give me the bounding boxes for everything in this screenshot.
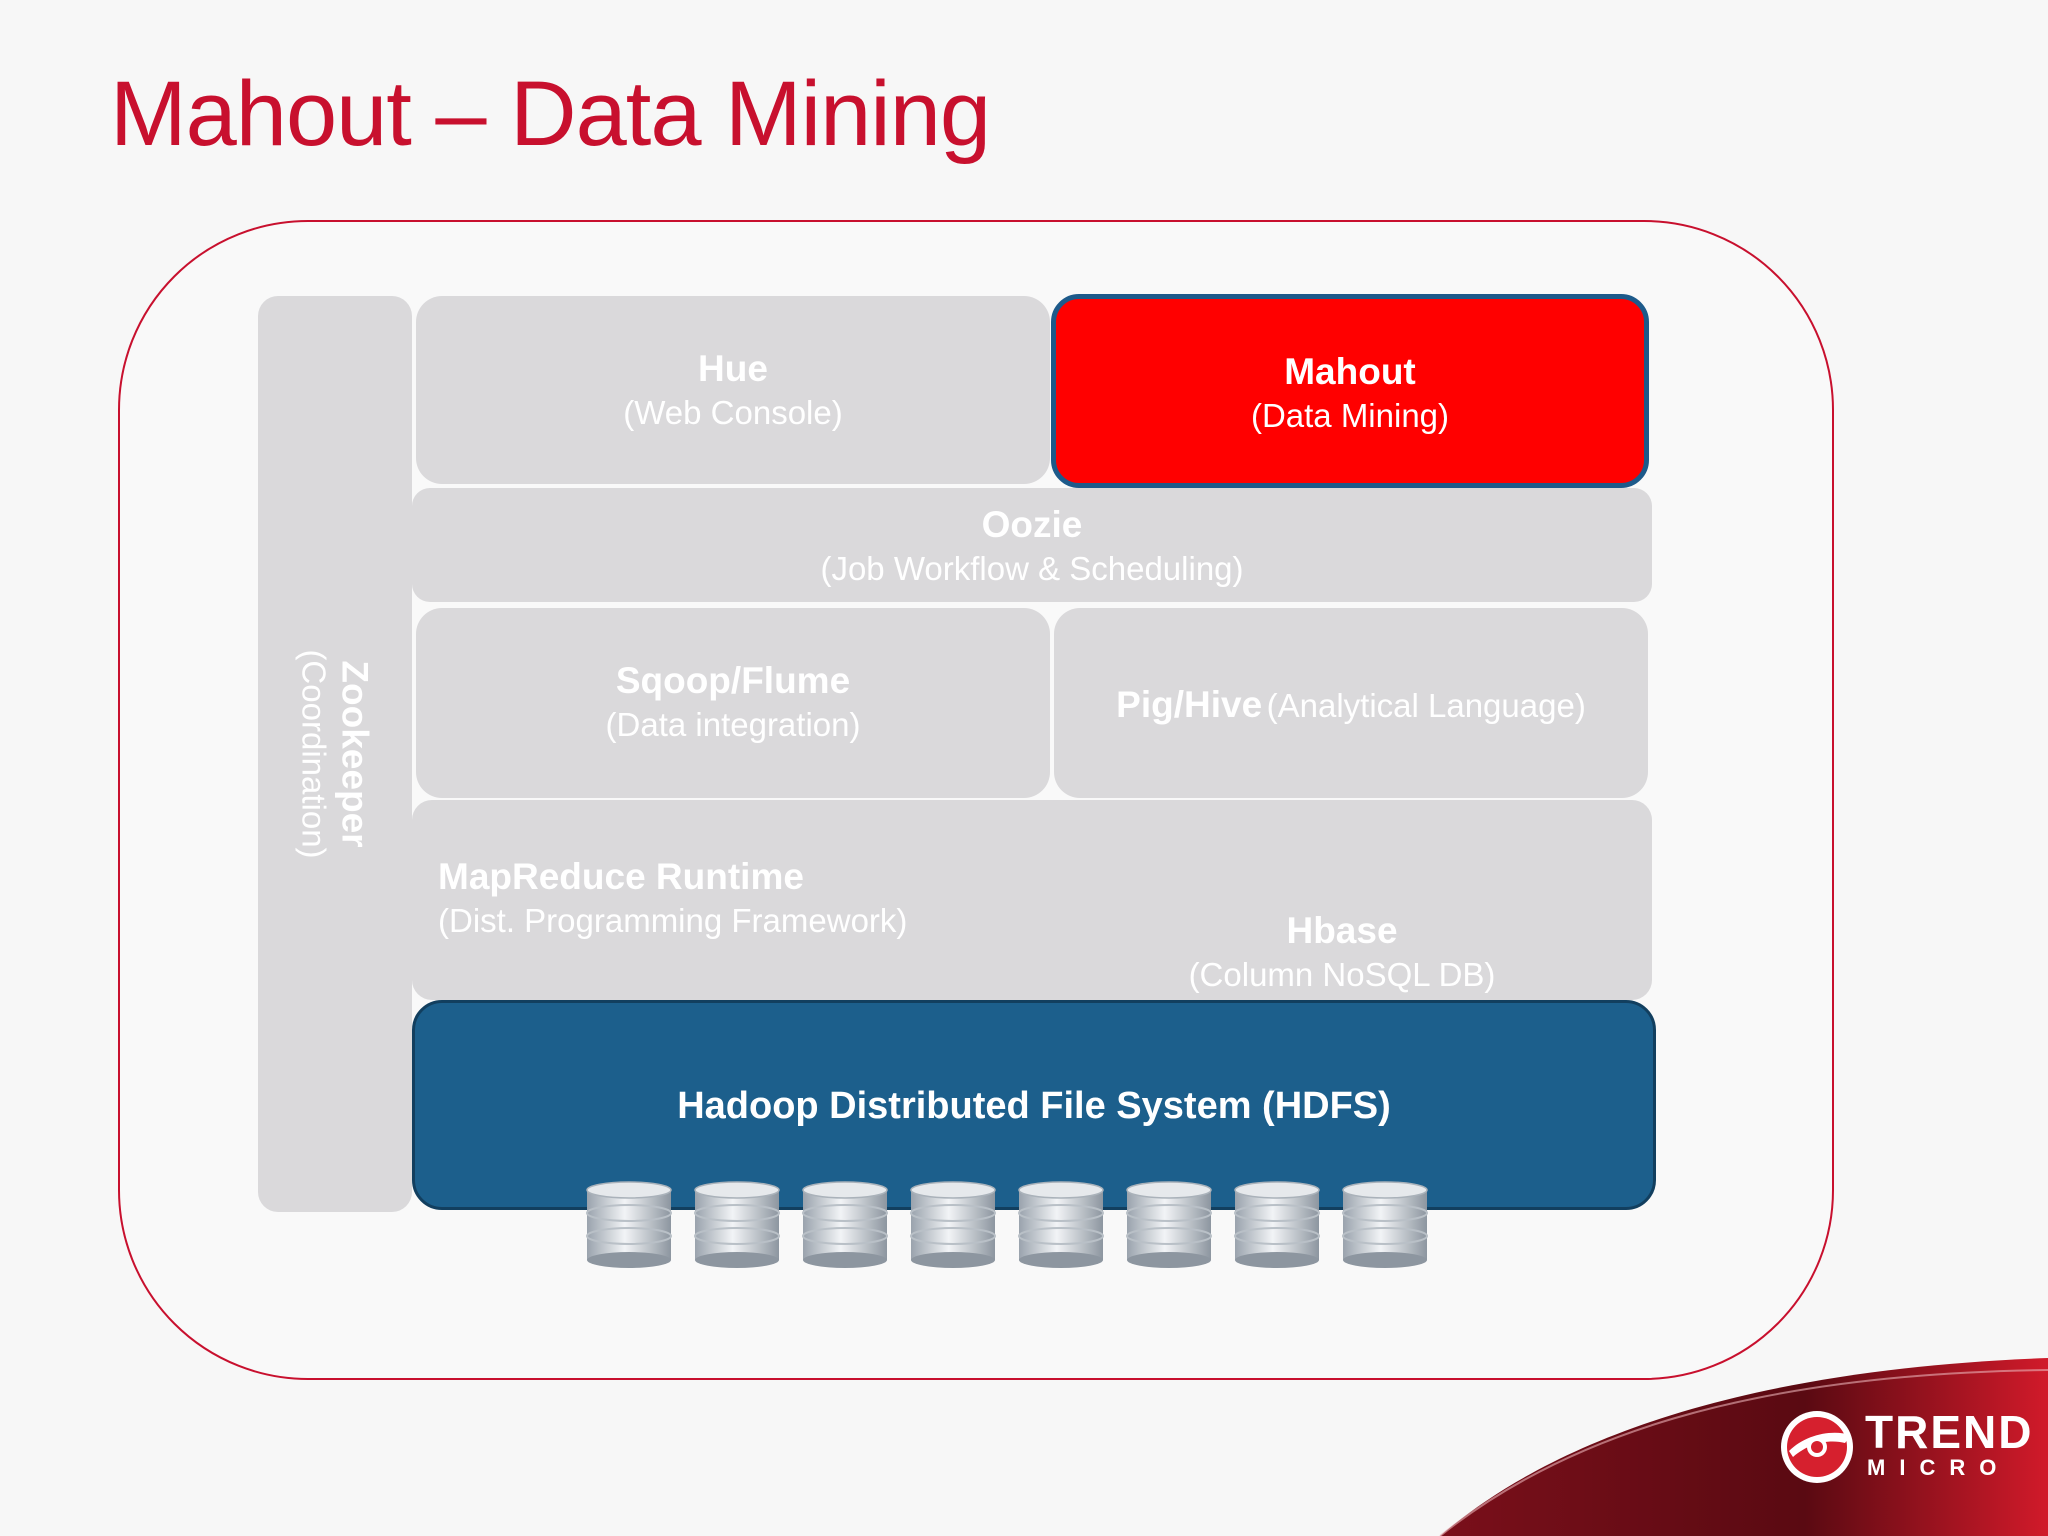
database-disk-icon	[694, 1181, 780, 1268]
zookeeper-sub: (Coordination)	[295, 649, 333, 859]
database-disk-icon	[586, 1181, 672, 1268]
database-disk-icon	[1126, 1181, 1212, 1268]
database-disk-icon	[1018, 1181, 1104, 1268]
oozie-name: Oozie	[981, 504, 1083, 545]
sqoop-name: Sqoop/Flume	[615, 660, 851, 701]
database-disk-icon	[802, 1181, 888, 1268]
sqoop-flume-block: Sqoop/Flume (Data integration)	[416, 608, 1050, 798]
sqoop-sub: (Data integration)	[605, 706, 861, 743]
oozie-block: Oozie (Job Workflow & Scheduling)	[412, 488, 1652, 602]
oozie-sub: (Job Workflow & Scheduling)	[820, 550, 1244, 587]
database-disk-icon	[1234, 1181, 1320, 1268]
hue-block: Hue (Web Console)	[416, 296, 1050, 484]
hdfs-name: Hadoop Distributed File System (HDFS)	[677, 1085, 1391, 1127]
pig-hive-block: Pig/Hive (Analytical Language)	[1054, 608, 1648, 798]
disk-row	[584, 1180, 1428, 1280]
mahout-sub: (Data Mining)	[1250, 397, 1450, 434]
trend-micro-logo: TREND MICRO	[1775, 1405, 2035, 1495]
pig-name: Pig/Hive	[1116, 684, 1263, 725]
database-disk-icon	[1342, 1181, 1428, 1268]
hdfs-block: Hadoop Distributed File System (HDFS)	[412, 1000, 1656, 1210]
mahout-block: Mahout (Data Mining)	[1051, 294, 1649, 488]
logo-word-trend: TREND	[1865, 1406, 2034, 1458]
mapreduce-sub: (Dist. Programming Framework)	[438, 902, 908, 939]
mapreduce-name: MapReduce Runtime	[438, 856, 804, 897]
hbase-sub: (Column NoSQL DB)	[1188, 956, 1496, 993]
page-title: Mahout – Data Mining	[110, 63, 991, 165]
zookeeper-block: Zookeeper (Coordination)	[258, 296, 412, 1212]
pig-sub: (Analytical Language)	[1266, 687, 1586, 724]
brand-swoosh	[1439, 1358, 2048, 1536]
zookeeper-name: Zookeeper	[334, 660, 376, 848]
logo-word-micro: MICRO	[1867, 1455, 2011, 1480]
hue-name: Hue	[698, 348, 768, 389]
hbase-name: Hbase	[1286, 910, 1398, 951]
mahout-name: Mahout	[1284, 351, 1416, 392]
trend-micro-logo-icon	[1781, 1411, 1853, 1483]
mapreduce-hbase-block: MapReduce Runtime (Dist. Programming Fra…	[412, 800, 1652, 1000]
hue-sub: (Web Console)	[623, 394, 843, 431]
database-disk-icon	[910, 1181, 996, 1268]
